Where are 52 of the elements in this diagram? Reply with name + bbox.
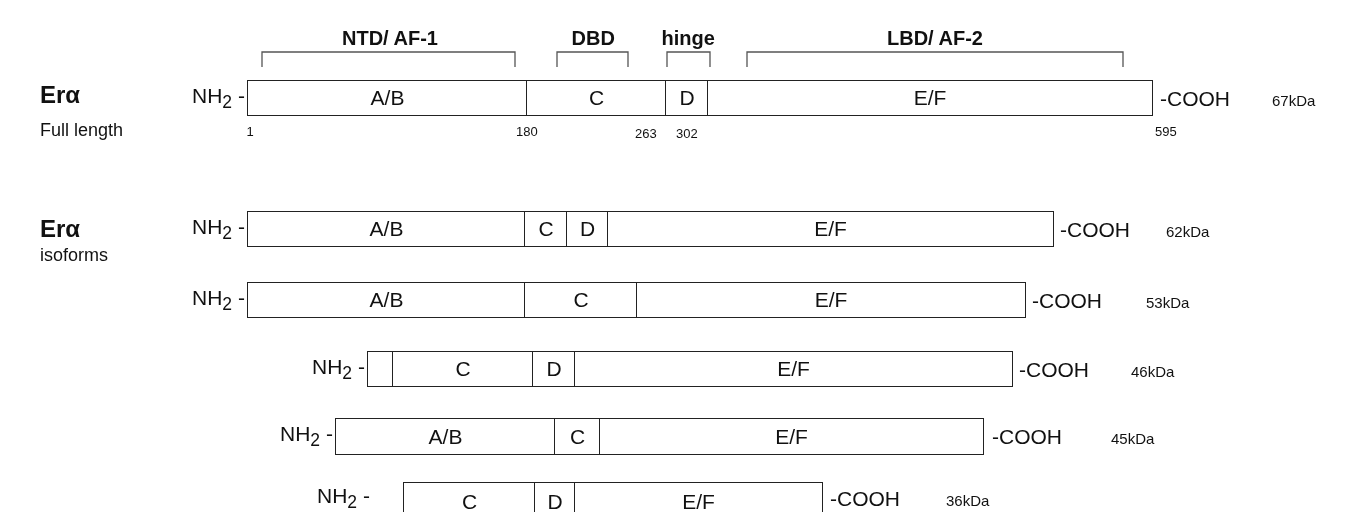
domain-segment: E/F (707, 80, 1153, 116)
domain-segment: D (534, 482, 576, 512)
domain-segment: C (524, 211, 568, 247)
protein-name: Erα (40, 83, 81, 107)
terminus-label: -COOH (1032, 289, 1102, 311)
domain-segment: D (532, 351, 576, 387)
domain-segment: A/B (247, 282, 526, 318)
residue-number: 180 (516, 124, 538, 138)
domain-segment: C (554, 418, 601, 455)
terminus-label: -COOH (1060, 218, 1130, 240)
domain-segment: D (566, 211, 609, 247)
residue-number: 1 (246, 124, 254, 138)
molecular-weight: 62kDa (1166, 223, 1210, 239)
domain-segment: E/F (599, 418, 984, 455)
terminus-label: NH$_{2}$ - (317, 484, 370, 512)
domain-segment: E/F (636, 282, 1026, 318)
domain-segment: C (526, 80, 667, 116)
terminus-label: -COOH (1160, 87, 1230, 109)
protein-name: Erα (40, 217, 81, 241)
domain-segment: C (524, 282, 638, 318)
empty-segment (367, 351, 394, 387)
molecular-weight: 45kDa (1111, 430, 1155, 446)
terminus-label: NH$_{2}$ - (192, 84, 245, 112)
terminus-label: NH$_{2}$ - (312, 355, 365, 383)
terminus-label: -COOH (830, 487, 900, 509)
molecular-weight: 46kDa (1131, 363, 1175, 379)
residue-number: 595 (1155, 124, 1177, 138)
domain-segment: E/F (607, 211, 1054, 247)
terminus-label: -COOH (992, 425, 1062, 447)
terminus-label: -COOH (1019, 358, 1089, 380)
domain-segment: E/F (574, 351, 1013, 387)
domain-segment: A/B (247, 211, 526, 247)
domain-label: DBD (571, 28, 615, 48)
domain-label: LBD/ AF-2 (887, 28, 983, 48)
domain-segment: C (403, 482, 536, 512)
molecular-weight: 53kDa (1146, 294, 1190, 310)
residue-number: 302 (676, 126, 698, 140)
terminus-label: NH$_{2}$ - (192, 215, 245, 243)
terminus-label: NH$_{2}$ - (280, 422, 333, 450)
domain-segment: A/B (335, 418, 556, 455)
molecular-weight: 36kDa (946, 492, 990, 508)
isoform-label: Full length (40, 121, 124, 139)
domain-label: NTD/ AF-1 (342, 28, 438, 48)
terminus-label: NH$_{2}$ - (192, 286, 245, 314)
domain-segment: C (392, 351, 534, 387)
domain-label: hinge (661, 28, 715, 48)
residue-number: 263 (635, 126, 657, 140)
molecular-weight: 67kDa (1272, 92, 1316, 108)
domain-segment: E/F (574, 482, 823, 512)
domain-segment: A/B (247, 80, 528, 116)
isoform-label: isoforms (40, 246, 108, 264)
domain-segment: D (665, 80, 709, 116)
